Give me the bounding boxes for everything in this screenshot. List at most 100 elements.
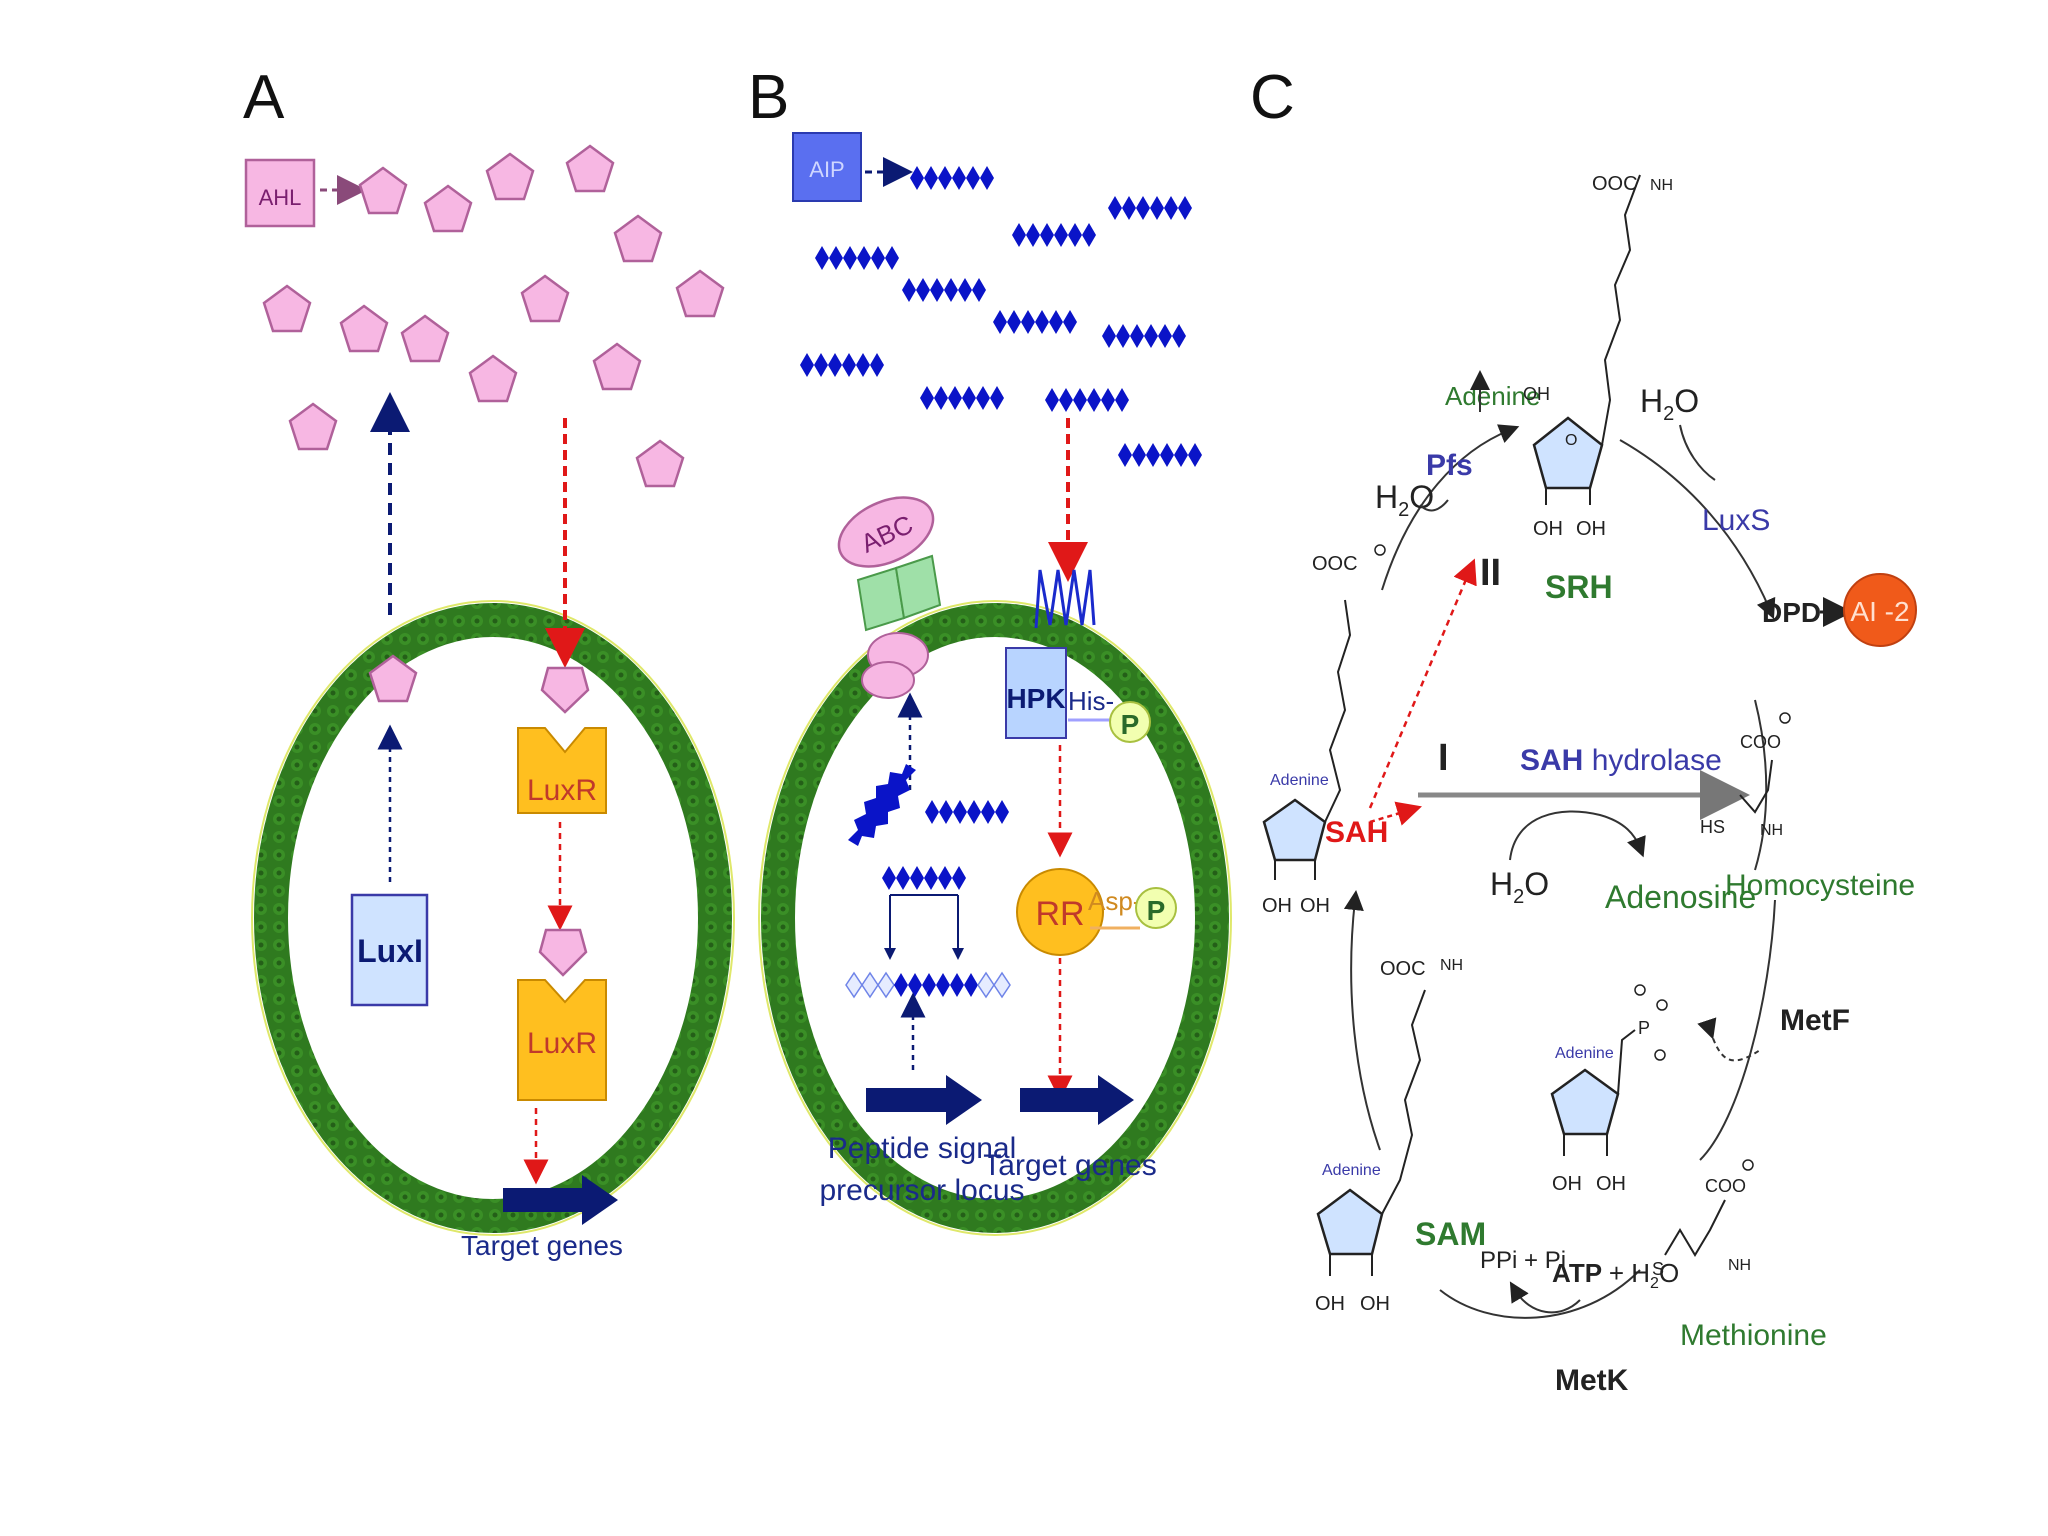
- luxi-box: [350, 893, 429, 1007]
- pathway-ii-label: II: [1480, 552, 1501, 594]
- aip-peptide: [993, 310, 1077, 334]
- sah-label: SAH: [1325, 816, 1388, 849]
- aip-box: [792, 132, 862, 202]
- his-label: His-: [1068, 686, 1114, 716]
- aip-peptide: [1108, 196, 1192, 220]
- aip-peptide: [1102, 324, 1186, 348]
- ahl-molecules: [262, 144, 725, 488]
- processed-peptide: [882, 866, 966, 890]
- homocysteine-label: Homocysteine: [1725, 869, 1915, 902]
- cleavage-site-marker: [884, 948, 896, 960]
- ahl-label: AHL: [259, 185, 302, 210]
- aip-label: AIP: [809, 157, 844, 182]
- ahl-molecule: [675, 269, 725, 318]
- abc-transporter: ABC: [837, 496, 942, 699]
- pfs-reaction-arc: [1381, 424, 1520, 591]
- adenosine-monophosphate-structure: Adenine OH OH P: [1550, 984, 1668, 1195]
- asp-label: Asp-: [1088, 886, 1141, 916]
- svg-text:OH: OH: [1523, 384, 1550, 404]
- ahl-molecule: [468, 354, 518, 403]
- ahl-molecule: [423, 184, 473, 233]
- sah-red-arrow: [1369, 801, 1422, 826]
- ppi-pi-label: PPi + Pi: [1480, 1247, 1566, 1274]
- precursor-peptide-twisted: [848, 764, 916, 846]
- h2o-pfs: H2O: [1375, 479, 1434, 521]
- svg-text:Adenine: Adenine: [1322, 1162, 1381, 1179]
- adenine-release-label: Adenine: [1445, 381, 1540, 411]
- abc-channel-right: [894, 554, 942, 620]
- ahl-box: [244, 158, 316, 228]
- svg-text:Adenine: Adenine: [1270, 772, 1329, 789]
- metk-reaction-arc: [1439, 1269, 1641, 1319]
- phosphate-asp: [1135, 887, 1177, 929]
- aip-peptide: [815, 246, 899, 270]
- svg-text:COO: COO: [1740, 732, 1781, 752]
- svg-text:OH: OH: [1576, 518, 1606, 540]
- aip-peptide: [1012, 223, 1096, 247]
- svg-text:S: S: [1652, 1259, 1664, 1279]
- target-genes-arrow-a: [503, 1175, 618, 1225]
- metk-label: MetK: [1555, 1364, 1629, 1397]
- atp-label: ATP + H2O: [1552, 1258, 1679, 1292]
- luxr-label: LuxR: [527, 774, 597, 807]
- abc-atpase-subunit: [861, 661, 915, 699]
- abc-transporter-cap: [837, 496, 935, 568]
- ahl-molecule: [613, 214, 663, 263]
- sah-hydrolase-label: SAH hydrolase: [1520, 744, 1722, 777]
- target-genes-label-b: Target genes: [983, 1149, 1156, 1182]
- h2o-pfs-hook: [1419, 499, 1449, 512]
- aip-peptide: [920, 386, 1004, 410]
- svg-text:HS: HS: [1700, 817, 1725, 837]
- adenosine-label: Adenosine: [1605, 879, 1756, 915]
- cell-a-membrane-outline: [251, 600, 735, 1236]
- srh-label: SRH: [1545, 569, 1613, 605]
- h2o-luxs: H2O: [1640, 383, 1699, 425]
- svg-text:OH: OH: [1596, 1173, 1626, 1195]
- svg-text:OH: OH: [1552, 1173, 1582, 1195]
- svg-text:COO: COO: [1705, 1176, 1746, 1196]
- cell-b-membrane: [761, 603, 1229, 1233]
- svg-text:NH: NH: [1440, 957, 1463, 974]
- panel-a: A AHL LuxI LuxR: [243, 63, 735, 1261]
- svg-text:NH: NH: [1728, 1257, 1751, 1274]
- cell-a-membrane: [254, 603, 732, 1233]
- cell-b-membrane-outline: [758, 600, 1232, 1236]
- ai2-signal: [1843, 573, 1917, 647]
- aip-peptides: [800, 166, 1202, 467]
- aip-peptide: [1118, 443, 1202, 467]
- aip-peptide: [902, 278, 986, 302]
- sam-label: SAM: [1415, 1216, 1486, 1252]
- svg-text:OOC: OOC: [1592, 173, 1638, 195]
- svg-text:O: O: [1565, 432, 1577, 449]
- aip-peptide: [1045, 388, 1129, 412]
- homocysteine-structure: COO HS NH: [1700, 712, 1791, 839]
- luxr-complex-label: LuxR: [527, 1027, 597, 1060]
- phosphate-his-label: P: [1121, 709, 1140, 740]
- pfs-enzyme-label: Pfs: [1426, 449, 1473, 482]
- hpk-label: HPK: [1006, 683, 1065, 714]
- phosphate-asp-label: P: [1147, 895, 1166, 926]
- ahl-bound-molecule: [540, 666, 590, 714]
- ahl-molecule: [400, 314, 450, 363]
- svg-text:OOC: OOC: [1312, 553, 1358, 575]
- precursor-peptide: [845, 971, 1011, 999]
- ahl-molecule: [358, 166, 408, 215]
- precursor-locus-arrow: [866, 1075, 982, 1125]
- processed-peptide: [925, 800, 1009, 824]
- sam-structure: Adenine OH OH OOC NH: [1315, 957, 1463, 1315]
- aip-peptide: [910, 166, 994, 190]
- svg-text:Adenine: Adenine: [1555, 1045, 1614, 1062]
- sah-structure: Adenine OH OH OOC: [1262, 544, 1386, 917]
- panel-c-label: C: [1250, 63, 1295, 132]
- ahl-molecule: [262, 284, 312, 333]
- svg-text:OH: OH: [1262, 895, 1292, 917]
- luxr-receptor: [517, 727, 607, 814]
- panel-b: B AIP ABC: [748, 63, 1232, 1236]
- panel-a-label: A: [243, 63, 285, 132]
- hydrolysis-hook: [1509, 810, 1646, 861]
- ai2-label: AI -2: [1850, 596, 1909, 627]
- pathway-i-label: I: [1438, 737, 1449, 779]
- srh-ribose-structure: O OH OH OH OOC NH: [1523, 173, 1673, 540]
- panel-b-label: B: [748, 63, 789, 132]
